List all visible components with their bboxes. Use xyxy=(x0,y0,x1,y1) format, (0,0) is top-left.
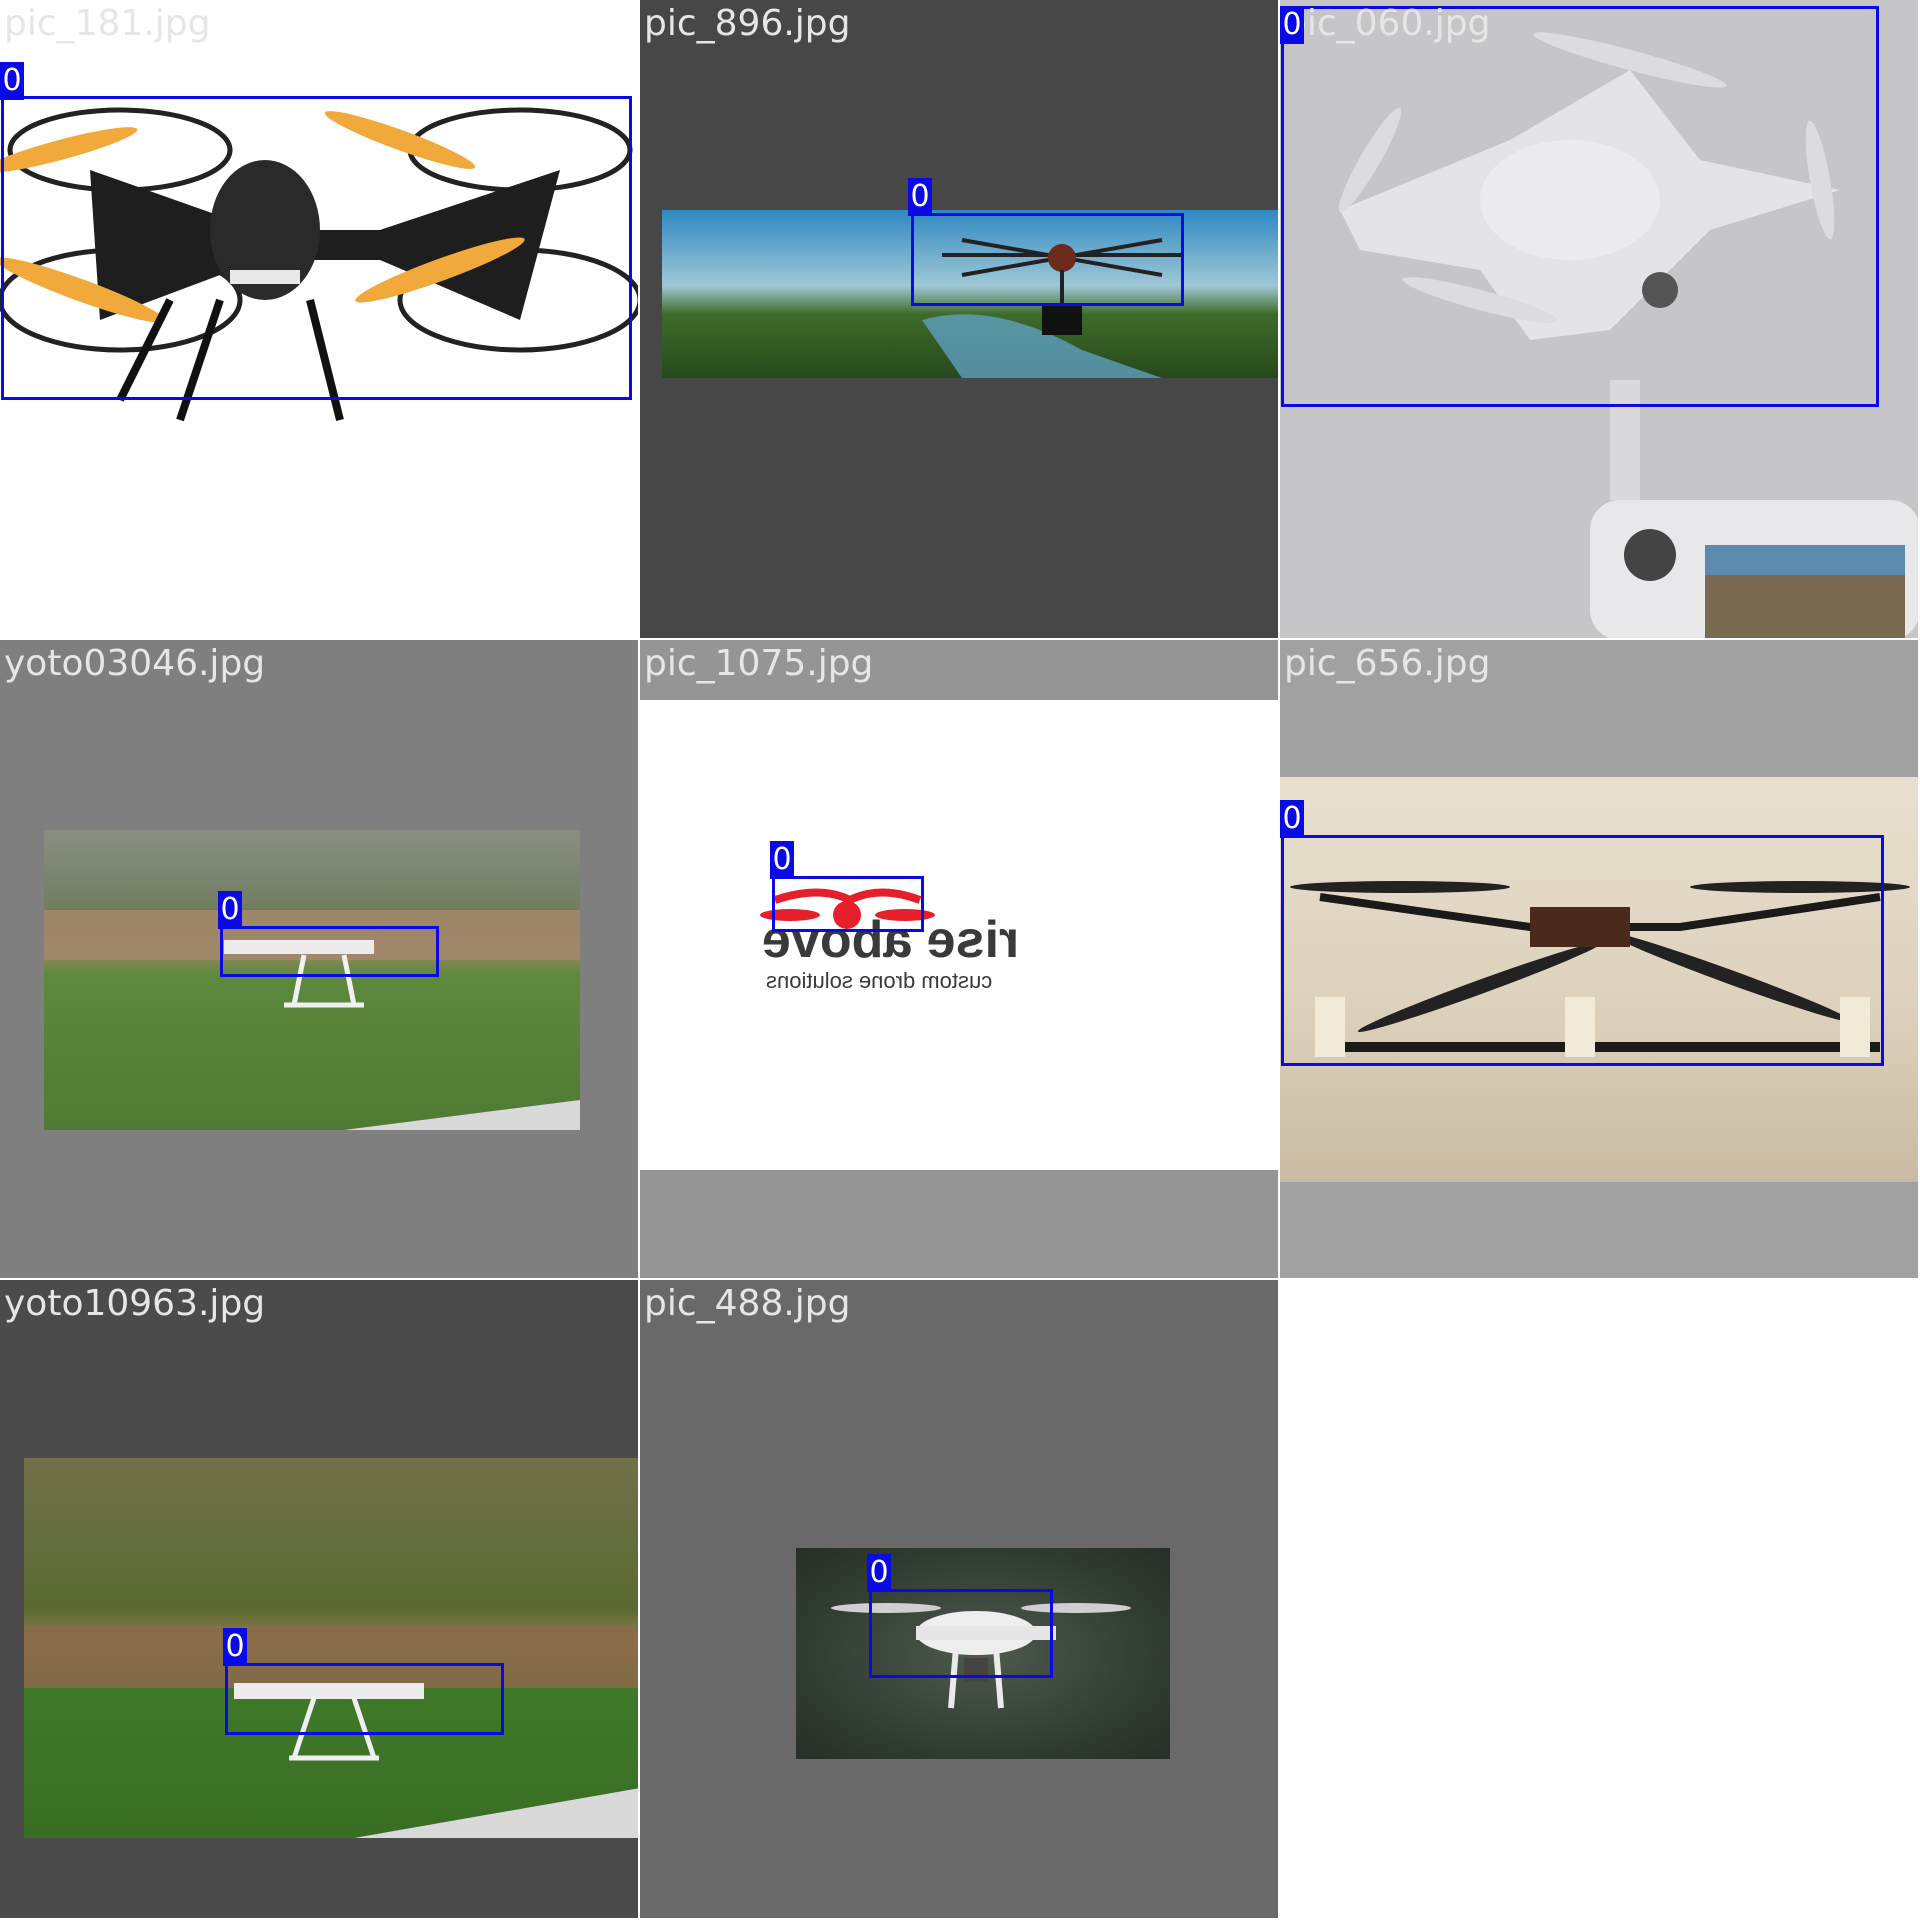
drone-image xyxy=(0,0,638,440)
drone-image xyxy=(662,210,1278,378)
drone-silhouette xyxy=(24,1628,638,1838)
tile-pic-656: pic_656.jpg 0 xyxy=(1280,640,1918,1278)
detection-box xyxy=(869,1589,1053,1678)
image-filename: yoto10963.jpg xyxy=(4,1283,266,1324)
drone-silhouette xyxy=(1290,881,1910,1057)
class-label: 0 xyxy=(770,841,794,879)
detection-box xyxy=(1,96,632,400)
image-filename: yoto03046.jpg xyxy=(4,643,266,684)
image-filename: pic_656.jpg xyxy=(1284,643,1491,684)
class-label: 0 xyxy=(223,1628,247,1666)
tile-pic-896: pic_896.jpg 0 xyxy=(640,0,1278,638)
class-label: 0 xyxy=(1280,6,1304,44)
image-filename: pic_1075.jpg xyxy=(644,643,874,684)
image-filename: pic_181.jpg xyxy=(4,3,211,44)
drone-silhouette xyxy=(922,238,1182,378)
drone-silhouette xyxy=(1338,32,1918,638)
class-label: 0 xyxy=(908,178,932,216)
drone-silhouette xyxy=(831,1603,1131,1709)
drone-silhouette xyxy=(0,107,638,422)
drone-image xyxy=(24,1458,638,1838)
image-filename: pic_488.jpg xyxy=(644,1283,851,1324)
empty-tile xyxy=(1280,1280,1918,1918)
detection-box xyxy=(1281,6,1879,407)
detection-box xyxy=(1281,835,1884,1066)
tile-pic-488: pic_488.jpg 0 xyxy=(640,1280,1278,1918)
detection-box xyxy=(772,876,924,932)
drone-image xyxy=(796,1548,1170,1759)
drone-image xyxy=(1280,777,1918,1182)
detection-box xyxy=(220,926,439,977)
drone-image xyxy=(44,830,580,1130)
tile-yoto10963: yoto10963.jpg 0 xyxy=(0,1280,638,1918)
drone-silhouette xyxy=(44,910,580,1130)
class-label: 0 xyxy=(218,891,242,929)
logo-image: rise above custom drone solutions xyxy=(640,700,1278,1170)
detection-box xyxy=(911,213,1184,306)
image-filename: pic_896.jpg xyxy=(644,3,851,44)
tile-pic-181: pic_181.jpg 0 xyxy=(0,0,638,638)
logo-subtext: custom drone solutions xyxy=(766,968,993,993)
tile-pic-060: pic_060.jpg 0 xyxy=(1280,0,1918,638)
class-label: 0 xyxy=(1280,800,1304,838)
detection-box xyxy=(225,1663,504,1735)
image-filename: pic_060.jpg xyxy=(1284,3,1491,44)
drone-image xyxy=(1280,0,1918,638)
class-label: 0 xyxy=(867,1554,891,1592)
tile-yoto03046: yoto03046.jpg 0 xyxy=(0,640,638,1278)
tile-pic-1075: rise above custom drone solutions pic_10… xyxy=(640,640,1278,1278)
class-label: 0 xyxy=(0,62,24,100)
drone-logo xyxy=(760,888,935,929)
